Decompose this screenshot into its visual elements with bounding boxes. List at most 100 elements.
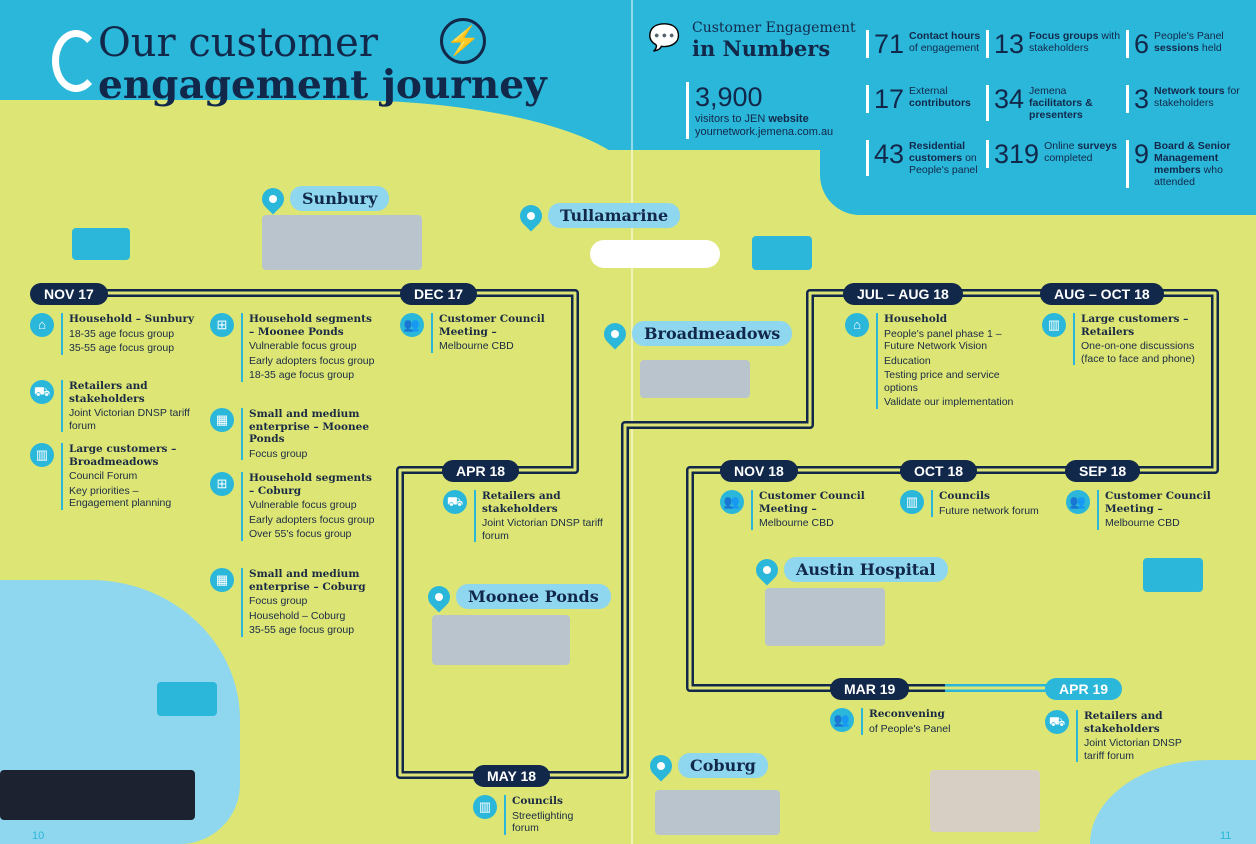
date-label: JUL – AUG 18 bbox=[843, 283, 963, 305]
office-building-icon: ▦ bbox=[210, 568, 234, 592]
retailers-icon: ⛟ bbox=[1045, 710, 1069, 734]
solar-panel-icon bbox=[752, 236, 812, 270]
event-title: Household – Sunbury bbox=[69, 313, 195, 325]
event-line: Early adopters focus group bbox=[249, 513, 375, 526]
event-line: Joint Victorian DNSP tariff forum bbox=[1084, 737, 1182, 762]
event-customer-council-sep18: 👥Customer Council Meeting –Melbourne CBD bbox=[1066, 490, 1216, 530]
stat-bold: sessions bbox=[1154, 42, 1199, 54]
event-line: Streetlighting forum bbox=[512, 809, 574, 835]
map-pin-icon bbox=[751, 553, 783, 586]
lightning-icon: ⚡ bbox=[440, 18, 486, 64]
retailers-icon: ⛟ bbox=[30, 380, 54, 404]
people-icon: 👥 bbox=[1066, 490, 1090, 514]
event-line: Melbourne CBD bbox=[439, 340, 514, 352]
stat-text: for stakeholders bbox=[1154, 85, 1240, 109]
place-label: Broadmeadows bbox=[632, 321, 793, 346]
event-line: Vulnerable focus group bbox=[249, 499, 357, 511]
people-icon: 👥 bbox=[400, 313, 424, 337]
event-line: One-on-one discussions (face to face and… bbox=[1081, 340, 1195, 365]
stat-text: completed bbox=[1044, 152, 1093, 164]
page-number-left: 10 bbox=[32, 830, 45, 842]
page-number-right: 11 bbox=[1220, 830, 1232, 842]
event-line: Education bbox=[884, 354, 931, 367]
event-line: Future network forum bbox=[939, 504, 1039, 517]
place-sunbury: Sunbury bbox=[257, 182, 390, 215]
house-icon: ⌂ bbox=[845, 313, 869, 337]
grid-icon: ⊞ bbox=[210, 472, 234, 496]
date-label: NOV 18 bbox=[720, 460, 798, 482]
arc-decoration-icon bbox=[52, 30, 100, 92]
event-sme-moonee: ▦Small and medium enterprise – Moonee Po… bbox=[210, 408, 380, 460]
map-pin-icon bbox=[599, 317, 631, 350]
event-line: Over 55's focus group bbox=[249, 528, 352, 540]
stat-text: Online bbox=[1044, 140, 1075, 152]
date-label: SEP 18 bbox=[1065, 460, 1141, 482]
factory-icon: ▥ bbox=[30, 443, 54, 467]
stat-text: visitors to JEN bbox=[695, 113, 769, 125]
event-line: Vulnerable focus group bbox=[249, 340, 357, 352]
event-line: 35-55 age focus group bbox=[69, 342, 175, 354]
event-line: Focus group bbox=[249, 595, 308, 607]
event-line: of People's Panel bbox=[869, 722, 951, 735]
map-pin-icon bbox=[645, 749, 677, 782]
event-line: Focus group bbox=[249, 447, 308, 460]
stat-text: People's Panel bbox=[1154, 30, 1224, 42]
event-line: Testing price and service options bbox=[884, 369, 1000, 394]
stat-value: 43 bbox=[874, 139, 905, 169]
date-label: MAY 18 bbox=[473, 765, 551, 787]
event-line: 35-55 age focus group bbox=[249, 624, 355, 636]
people-icon: 👥 bbox=[830, 708, 854, 732]
date-label: APR 18 bbox=[442, 460, 520, 482]
hospital-illustration bbox=[765, 588, 885, 646]
place-label: Austin Hospital bbox=[784, 557, 948, 582]
house-icon: ⌂ bbox=[30, 313, 54, 337]
map-pin-icon bbox=[515, 199, 547, 232]
place-label: Sunbury bbox=[290, 186, 390, 211]
stat-text: of engagement bbox=[909, 42, 980, 54]
stat-value: 3 bbox=[1134, 84, 1150, 114]
event-title: Customer Council Meeting – bbox=[439, 313, 545, 338]
speech-bubbles-icon: 💬 bbox=[648, 22, 681, 52]
solar-panel-icon bbox=[1143, 558, 1203, 592]
airplane-illustration bbox=[590, 240, 720, 268]
retailers-icon: ⛟ bbox=[443, 490, 467, 514]
date-label: AUG – OCT 18 bbox=[1040, 283, 1164, 305]
event-line: People's panel phase 1 – Future Network … bbox=[884, 327, 1002, 353]
event-line: Key priorities – Engagement planning bbox=[69, 484, 172, 510]
event-title: Household segments – Moonee Ponds bbox=[249, 313, 372, 338]
stats-heading-line1: Customer Engagement bbox=[692, 20, 856, 36]
stat-text: with stakeholders bbox=[1029, 30, 1121, 54]
place-moonee-ponds: Moonee Ponds bbox=[423, 580, 611, 613]
stats-band bbox=[820, 150, 1256, 215]
stat-value: 17 bbox=[874, 84, 905, 114]
event-customer-council-nov18: 👥Customer Council Meeting –Melbourne CBD bbox=[720, 490, 870, 530]
event-title: Councils bbox=[512, 795, 563, 807]
event-title: Household segments – Coburg bbox=[249, 472, 372, 497]
stat-bold: Contact hours bbox=[909, 30, 981, 42]
stat-bold: contributors bbox=[909, 97, 971, 109]
place-tullamarine: Tullamarine bbox=[515, 199, 681, 232]
stat-bold: Residential customers bbox=[909, 140, 966, 164]
stat-bold: surveys bbox=[1077, 140, 1118, 152]
event-title: Retailers and stakeholders bbox=[1084, 710, 1163, 735]
page-title-line1: Our customer bbox=[98, 20, 378, 66]
event-title: Large customers – Retailers bbox=[1081, 313, 1189, 338]
event-line: Validate our implementation bbox=[884, 396, 1014, 408]
event-line: Household – Coburg bbox=[249, 609, 346, 622]
event-customer-council-dec17: 👥 Customer Council Meeting – Melbourne CBD bbox=[400, 313, 560, 353]
factory-icon: ▥ bbox=[1042, 313, 1066, 337]
stat-text: on People's panel bbox=[909, 152, 978, 176]
stat-website: 3,900 visitors to JEN website yournetwor… bbox=[686, 82, 833, 139]
